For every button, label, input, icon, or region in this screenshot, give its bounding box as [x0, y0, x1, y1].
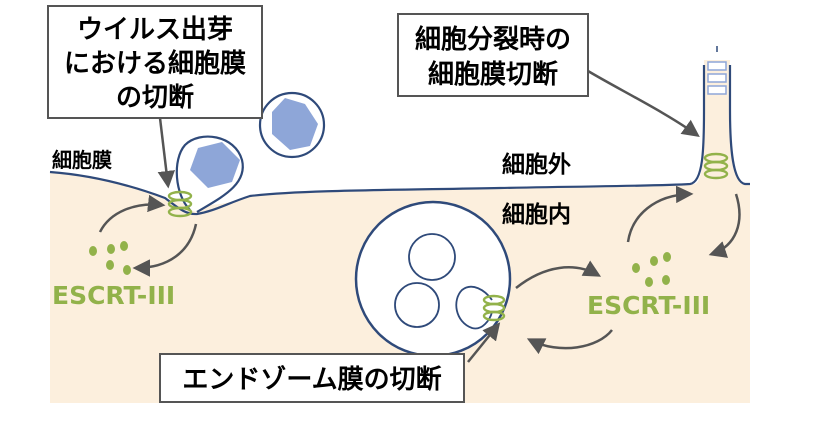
escrt-subunits-right: [632, 252, 671, 287]
escrt-label-right: ESCRT-III: [587, 291, 710, 320]
arrow-endosome-release: [515, 260, 602, 289]
arrow-right-assemble: [626, 185, 694, 243]
midbody-bar-2: [707, 73, 727, 83]
arrow-endosome-assemble: [526, 329, 613, 355]
pointer-endosome-callout: [467, 322, 501, 363]
cell-membrane-line-right: [728, 65, 750, 186]
cell-membrane-label: 細胞膜: [52, 148, 112, 172]
arrow-left-disassemble: [132, 223, 198, 277]
cytokinesis-callout-line-2: 細胞膜切断: [428, 59, 558, 90]
escrt-label-left: ESCRT-III: [52, 281, 175, 310]
intracellular-label: 細胞内: [502, 201, 571, 228]
endosome-vesicle-top: [408, 233, 456, 281]
pointer-cytokinesis-callout: [587, 69, 700, 138]
endosome-vesicle-left: [394, 282, 440, 328]
released-virus-capsid: [272, 98, 318, 150]
endosome-callout-box: [159, 353, 465, 403]
escrt-spiral-virus: [167, 190, 193, 218]
virus-callout-line-3: の切断: [116, 82, 194, 113]
pointer-virus-callout: [157, 117, 176, 189]
virus-callout-box: [47, 5, 263, 119]
endosome-budding-vesicle: [455, 285, 493, 330]
arrow-right-disassemble: [708, 193, 741, 258]
budding-virus-capsid: [190, 142, 240, 188]
virus-callout-line-1: ウイルス出芽: [77, 15, 233, 45]
virus-callout-line-2: における細胞膜: [64, 48, 246, 79]
escrt-spiral-cytokinesis: [703, 152, 729, 180]
midbody-bar-3: [707, 85, 727, 95]
midbody-bar-1: [707, 61, 727, 71]
escrt-subunits-left: [89, 241, 131, 275]
cytokinesis-callout-line-1: 細胞分裂時の: [415, 24, 571, 55]
endosome-callout-text: エンドゾーム膜の切断: [182, 364, 441, 395]
extracellular-label: 細胞外: [502, 151, 571, 178]
escrt-spiral-endosome: [482, 294, 506, 322]
cytokinesis-callout-box: [397, 13, 589, 97]
arrow-left-assemble: [98, 194, 166, 233]
